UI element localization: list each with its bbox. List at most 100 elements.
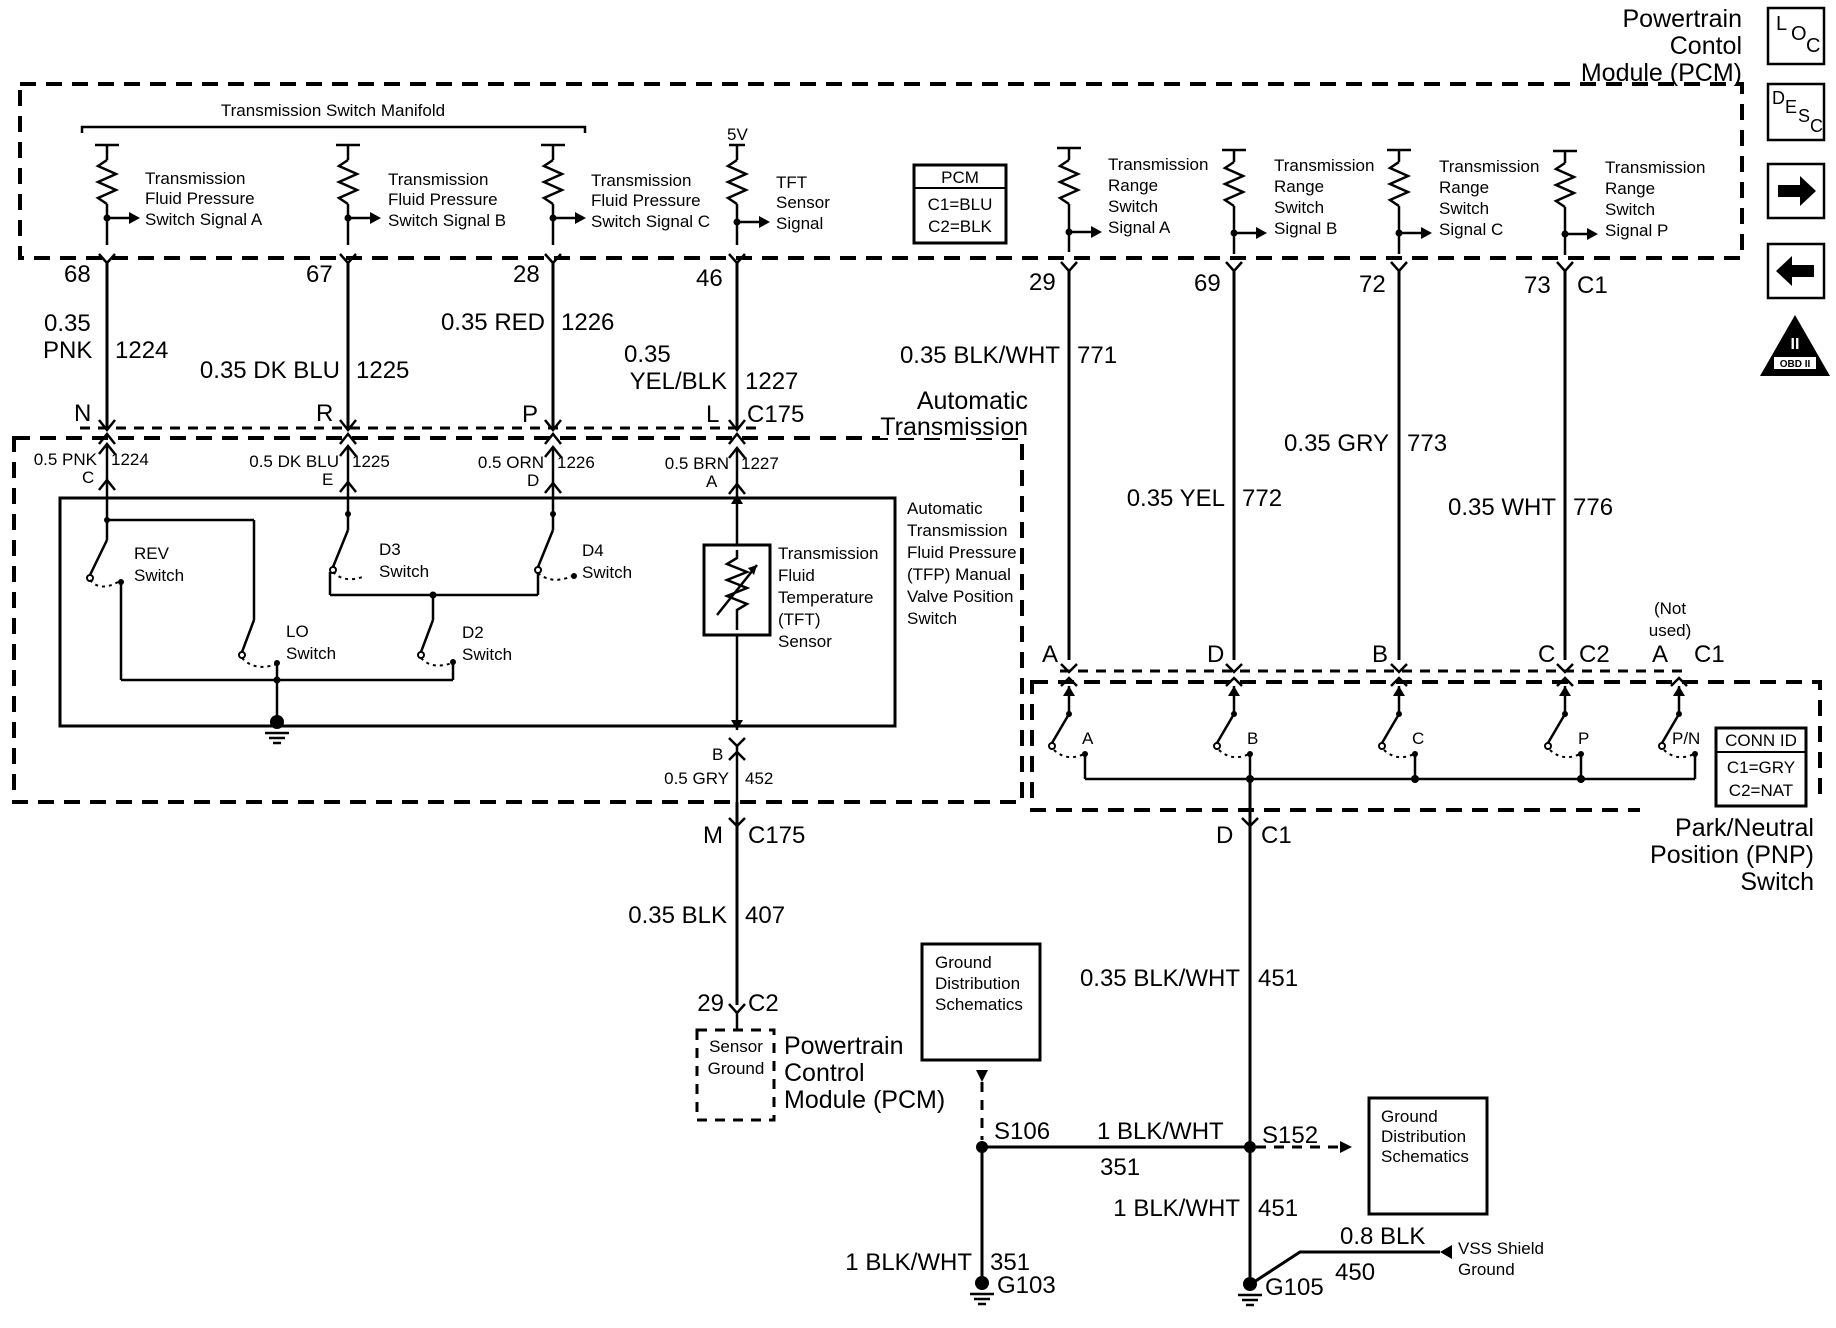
trsc-line3: Switch (1439, 199, 1489, 218)
auto-trans-title-1: Automatic (917, 387, 1028, 415)
tfpb-line3: Switch Signal B (388, 211, 506, 230)
trsc-line1: Transmission (1439, 157, 1539, 176)
next-page-arrow-icon[interactable] (1766, 162, 1826, 220)
inner-pin-chevrons (98, 441, 746, 495)
pnp-switch-c: C (1412, 729, 1424, 748)
lo-switch-line2: Switch (286, 644, 336, 663)
w450-num: 450 (1335, 1259, 1375, 1286)
trsa-line2: Range (1108, 176, 1158, 195)
conn-id-c2: C2=NAT (1729, 781, 1793, 800)
vss-line2: Ground (1458, 1260, 1515, 1279)
pnp-title: Park/Neutral Position (PNP) Switch (1650, 814, 1814, 896)
sensor-ground-line2: Ground (708, 1059, 765, 1078)
pin-72: 72 (1359, 271, 1386, 298)
trsb-line1: Transmission (1274, 156, 1374, 175)
c175-pin-l: L (706, 401, 719, 428)
d2-switch-line1: D2 (462, 623, 484, 642)
tft-sensor-line4: (TFT) (778, 610, 820, 629)
pin-c1: C1 (1577, 272, 1608, 299)
splice-bus: S106 S152 1 BLK/WHT 351 (976, 1118, 1318, 1277)
pcm-bottom-label: Powertrain Control Module (PCM) (784, 1032, 945, 1114)
tft-sensor-line2: Fluid (778, 566, 815, 585)
pcm-conn-c2: C2=BLK (928, 217, 992, 236)
tfp-label-line6: Switch (907, 609, 957, 628)
obd-ii-icon[interactable]: II OBD II (1760, 315, 1830, 376)
pcm-bottom-line2: Control (784, 1059, 865, 1087)
inner-w4-num: 1227 (741, 454, 779, 473)
c175-lower-label: C175 (748, 822, 805, 849)
pnp-switch-b: B (1247, 729, 1258, 748)
trsb-line4: Signal B (1274, 219, 1337, 238)
loc-icon-c: C (1806, 35, 1820, 57)
five-volt-label: 5V (727, 125, 748, 144)
w771-num: 771 (1077, 342, 1117, 369)
w1226-num: 1226 (561, 309, 614, 336)
inner-p2: E (322, 470, 333, 489)
pnp-switch-labels: A B C P P/N (1082, 729, 1700, 748)
trsp-line4: Signal P (1605, 221, 1668, 240)
d2-switch-line2: Switch (462, 645, 512, 664)
trsb-line2: Range (1274, 177, 1324, 196)
w407-label: 0.35 BLK (628, 902, 727, 929)
pnp-pin-d: D (1207, 641, 1224, 668)
w1224-color: PNK (43, 337, 92, 364)
not-used-line1: (Not (1654, 599, 1686, 618)
trsa-line3: Switch (1108, 197, 1158, 216)
tft-bottom-wire: 0.5 GRY (664, 769, 729, 788)
tfpa-line2: Fluid Pressure (145, 189, 255, 208)
c175-pin-n: N (74, 400, 91, 427)
tfpc-line3: Switch Signal C (591, 212, 710, 231)
tfp-label-line5: Valve Position (907, 587, 1013, 606)
manifold-title: Transmission Switch Manifold (221, 101, 445, 120)
c2-pcm-connector: 29 C2 (697, 990, 778, 1017)
ground-distribution-schematics-2[interactable]: Ground Distribution Schematics (1367, 1096, 1489, 1216)
gds2-line1: Ground (1381, 1107, 1438, 1126)
tft-signal-line2: Sensor (776, 193, 830, 212)
w451b-num: 451 (1258, 1195, 1298, 1222)
pcm-pin-numbers: 68 67 28 46 29 69 72 73 C1 (64, 261, 1608, 299)
trsa-line1: Transmission (1108, 155, 1208, 174)
tfp-switch-block (58, 496, 897, 728)
w1224-size: 0.35 (44, 310, 91, 337)
pin-67: 67 (306, 261, 333, 288)
tft-sensor-labels: Transmission Fluid Temperature (TFT) Sen… (778, 544, 878, 651)
tfpb-line2: Fluid Pressure (388, 190, 498, 209)
pcm-bottom-line1: Powertrain (784, 1032, 904, 1060)
w776-num: 776 (1573, 494, 1613, 521)
gds1-arrow-icon (976, 1070, 988, 1082)
inner-w2-num: 1225 (352, 452, 390, 471)
ground-g103-label: G103 (997, 1272, 1056, 1299)
w773-num: 773 (1407, 430, 1447, 457)
pnp-pin-c1: C1 (1694, 641, 1725, 668)
previous-page-arrow-icon[interactable] (1766, 242, 1826, 300)
pnp-title-3: Switch (1740, 868, 1814, 896)
inner-w4: 0.5 BRN (665, 454, 729, 473)
pin-29: 29 (1029, 269, 1056, 296)
pcm-signal-labels: Transmission Fluid Pressure Switch Signa… (145, 125, 1705, 240)
desc-icon-d: D (1772, 88, 1785, 108)
desc-icon[interactable]: D E S C (1766, 82, 1826, 142)
trsp-line3: Switch (1605, 200, 1655, 219)
inner-w1: 0.5 PNK (34, 450, 98, 469)
ground-g103-icon (970, 1276, 994, 1306)
tfp-label: Automatic Transmission Fluid Pressure (T… (907, 499, 1017, 628)
d4-switch-line2: Switch (582, 563, 632, 582)
w1227-color: YEL/BLK (630, 368, 727, 395)
gds1-line1: Ground (935, 953, 992, 972)
ground-g105-icon (1238, 1277, 1262, 1307)
c2-label: C2 (748, 990, 779, 1017)
w1227-num: 1227 (745, 368, 798, 395)
pin-73: 73 (1524, 272, 1551, 299)
inner-wire-labels: 0.5 PNK 1224 C 0.5 DK BLU 1225 E 0.5 ORN… (34, 450, 779, 491)
ground-distribution-schematics-1[interactable]: Ground Distribution Schematics (920, 942, 1042, 1062)
pcm-conn-title: PCM (941, 168, 979, 187)
trsc-line4: Signal C (1439, 220, 1503, 239)
conn-id-c1: C1=GRY (1727, 758, 1795, 777)
upper-wire-labels: 0.35 PNK 1224 0.35 DK BLU 1225 0.35 RED … (43, 309, 1613, 521)
loc-icon[interactable]: L O C (1766, 6, 1826, 66)
w407-num: 407 (745, 902, 785, 929)
w773-label: 0.35 GRY (1284, 430, 1389, 457)
pnp-title-1: Park/Neutral (1675, 814, 1814, 842)
w351-num: 351 (1100, 1154, 1140, 1181)
